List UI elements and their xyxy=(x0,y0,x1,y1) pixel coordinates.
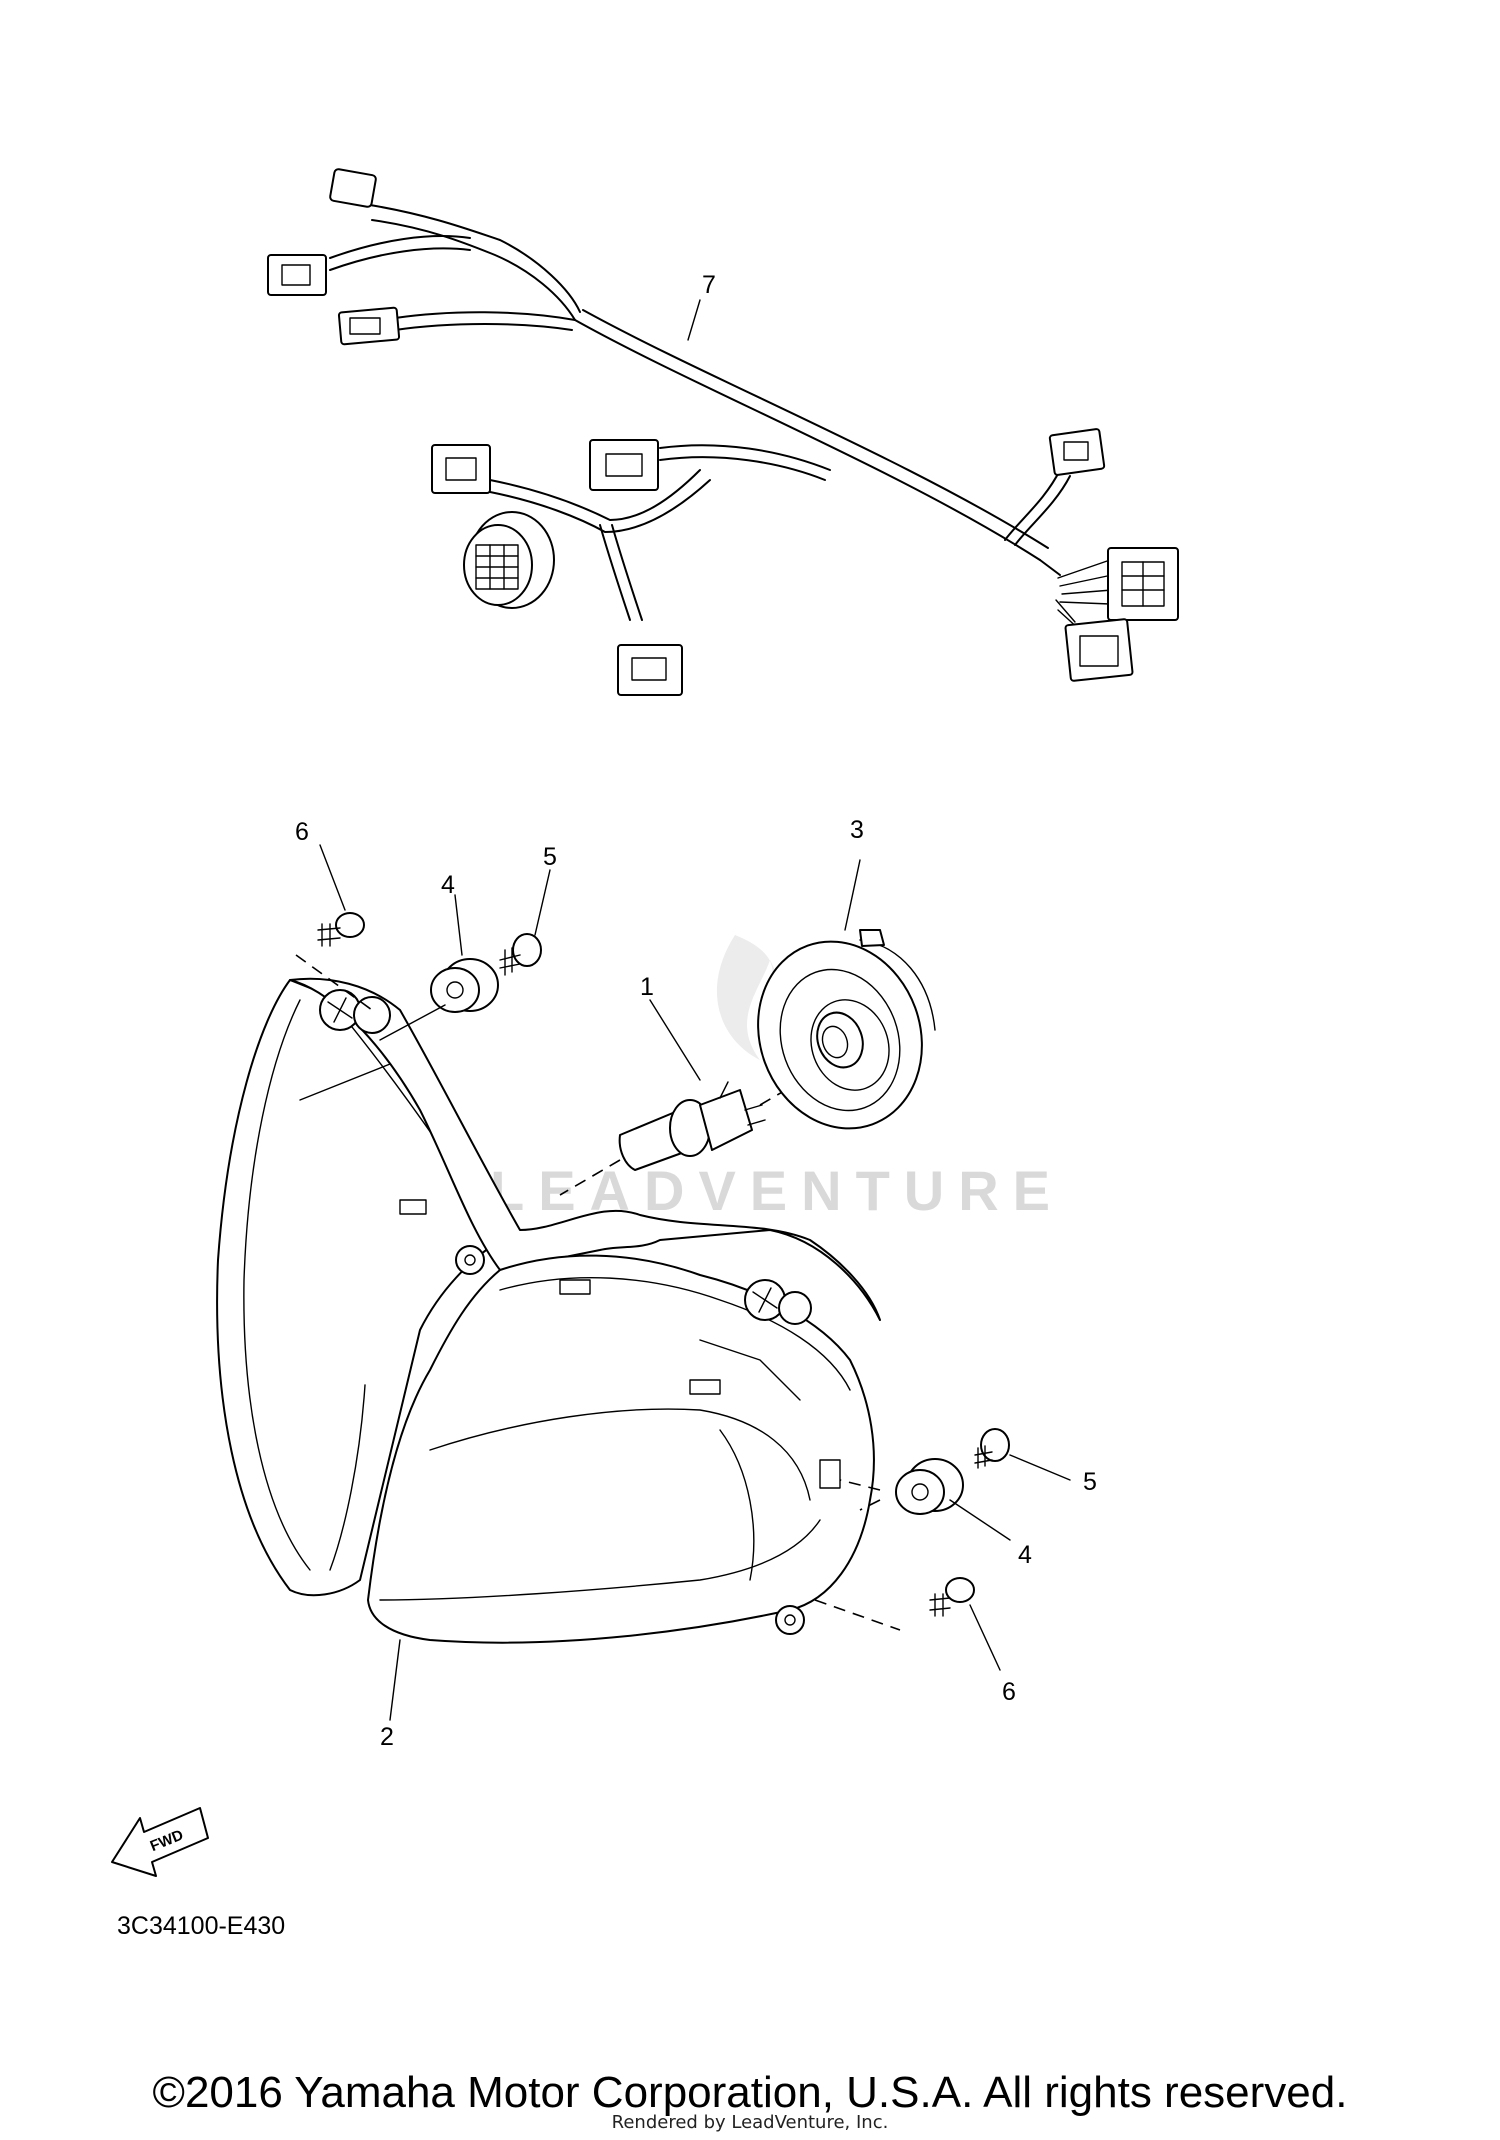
callout-4-top: 4 xyxy=(441,871,455,899)
headlight-assembly xyxy=(216,977,881,1644)
grommet-4-bottom xyxy=(839,1458,1011,1541)
rendered-by-text: Rendered by LeadVenture, Inc. xyxy=(611,2112,889,2133)
callout-4-bottom: 4 xyxy=(1018,1541,1032,1569)
callout-6-top: 6 xyxy=(295,818,309,846)
leader-line-5-top xyxy=(534,869,551,936)
callout-5-top: 5 xyxy=(543,843,557,871)
screw-6-top xyxy=(295,912,373,1011)
screw-6-bottom xyxy=(814,1577,1001,1671)
leader-line-2 xyxy=(389,1639,401,1721)
callout-5-bottom: 5 xyxy=(1083,1468,1097,1496)
callout-1: 1 xyxy=(640,973,654,1001)
screw-5-bottom xyxy=(974,1428,1071,1481)
watermark-text: LEADVENTURE xyxy=(490,1159,1064,1222)
grommet-4-top xyxy=(379,958,499,1041)
headlight-bulb xyxy=(559,1069,821,1196)
leader-line-6-top xyxy=(319,844,346,911)
bulb-cover xyxy=(757,929,936,1130)
callout-3: 3 xyxy=(850,816,864,844)
callout-6-bottom: 6 xyxy=(1002,1678,1016,1706)
leader-line-1 xyxy=(649,999,701,1081)
leader-line-3 xyxy=(844,859,861,931)
copyright-text: ©2016 Yamaha Motor Corporation, U.S.A. A… xyxy=(152,2068,1348,2117)
callout-7: 7 xyxy=(702,271,716,299)
callout-2: 2 xyxy=(380,1723,394,1751)
screw-5-top xyxy=(499,933,542,976)
leader-line-4-top xyxy=(454,894,463,956)
wire-harness xyxy=(267,168,1179,696)
diagram-code: 3C34100-E430 xyxy=(117,1912,286,1940)
fwd-arrow-icon: FWD xyxy=(111,1807,209,1877)
